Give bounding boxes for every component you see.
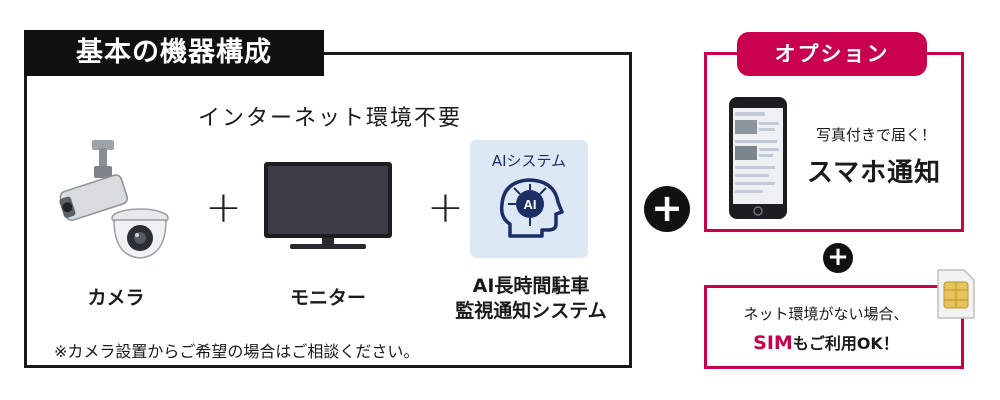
plus-sign: + (427, 182, 464, 233)
monitor-label: モニター (289, 287, 366, 309)
plus-sign: + (205, 182, 242, 233)
ai-head-icon: AI (499, 178, 564, 238)
sim-line2-rest: もご利用OK！ (792, 334, 899, 353)
smartphone-notice-title: スマホ通知 (806, 158, 942, 188)
monitor-icon (264, 162, 392, 249)
sim-box (704, 285, 964, 369)
ai-system-label: AI長時間駐車 監視通知システム (446, 274, 616, 323)
consultation-note: ※カメラ設置からご希望の場合はご相談ください。 (54, 342, 420, 361)
sim-line2: SIMもご利用OK！ (714, 330, 938, 354)
camera-label: カメラ (87, 287, 145, 309)
ai-system-title: AIシステム (491, 152, 567, 170)
small-plus-icon: + (823, 243, 853, 273)
photo-notice-text: 写真付きで届く！ (815, 126, 936, 144)
option-title: オプション (737, 32, 927, 76)
ai-chip-text: AI (524, 197, 537, 212)
dome-camera-icon (111, 208, 169, 259)
ai-system-label-line2: 監視通知システム (455, 299, 607, 322)
basic-config-title: 基本の機器構成 (24, 30, 324, 76)
sim-line1: ネット環境がない場合、 (743, 305, 909, 323)
ai-system-label-line1: AI長時間駐車 (472, 275, 590, 297)
sim-accent: SIM (753, 332, 793, 354)
sim-card-icon (937, 269, 975, 319)
security-camera-icon (59, 140, 129, 222)
big-plus-icon: + (644, 186, 690, 232)
smartphone-icon (729, 97, 787, 219)
no-internet-label: インターネット環境不要 (197, 106, 462, 131)
